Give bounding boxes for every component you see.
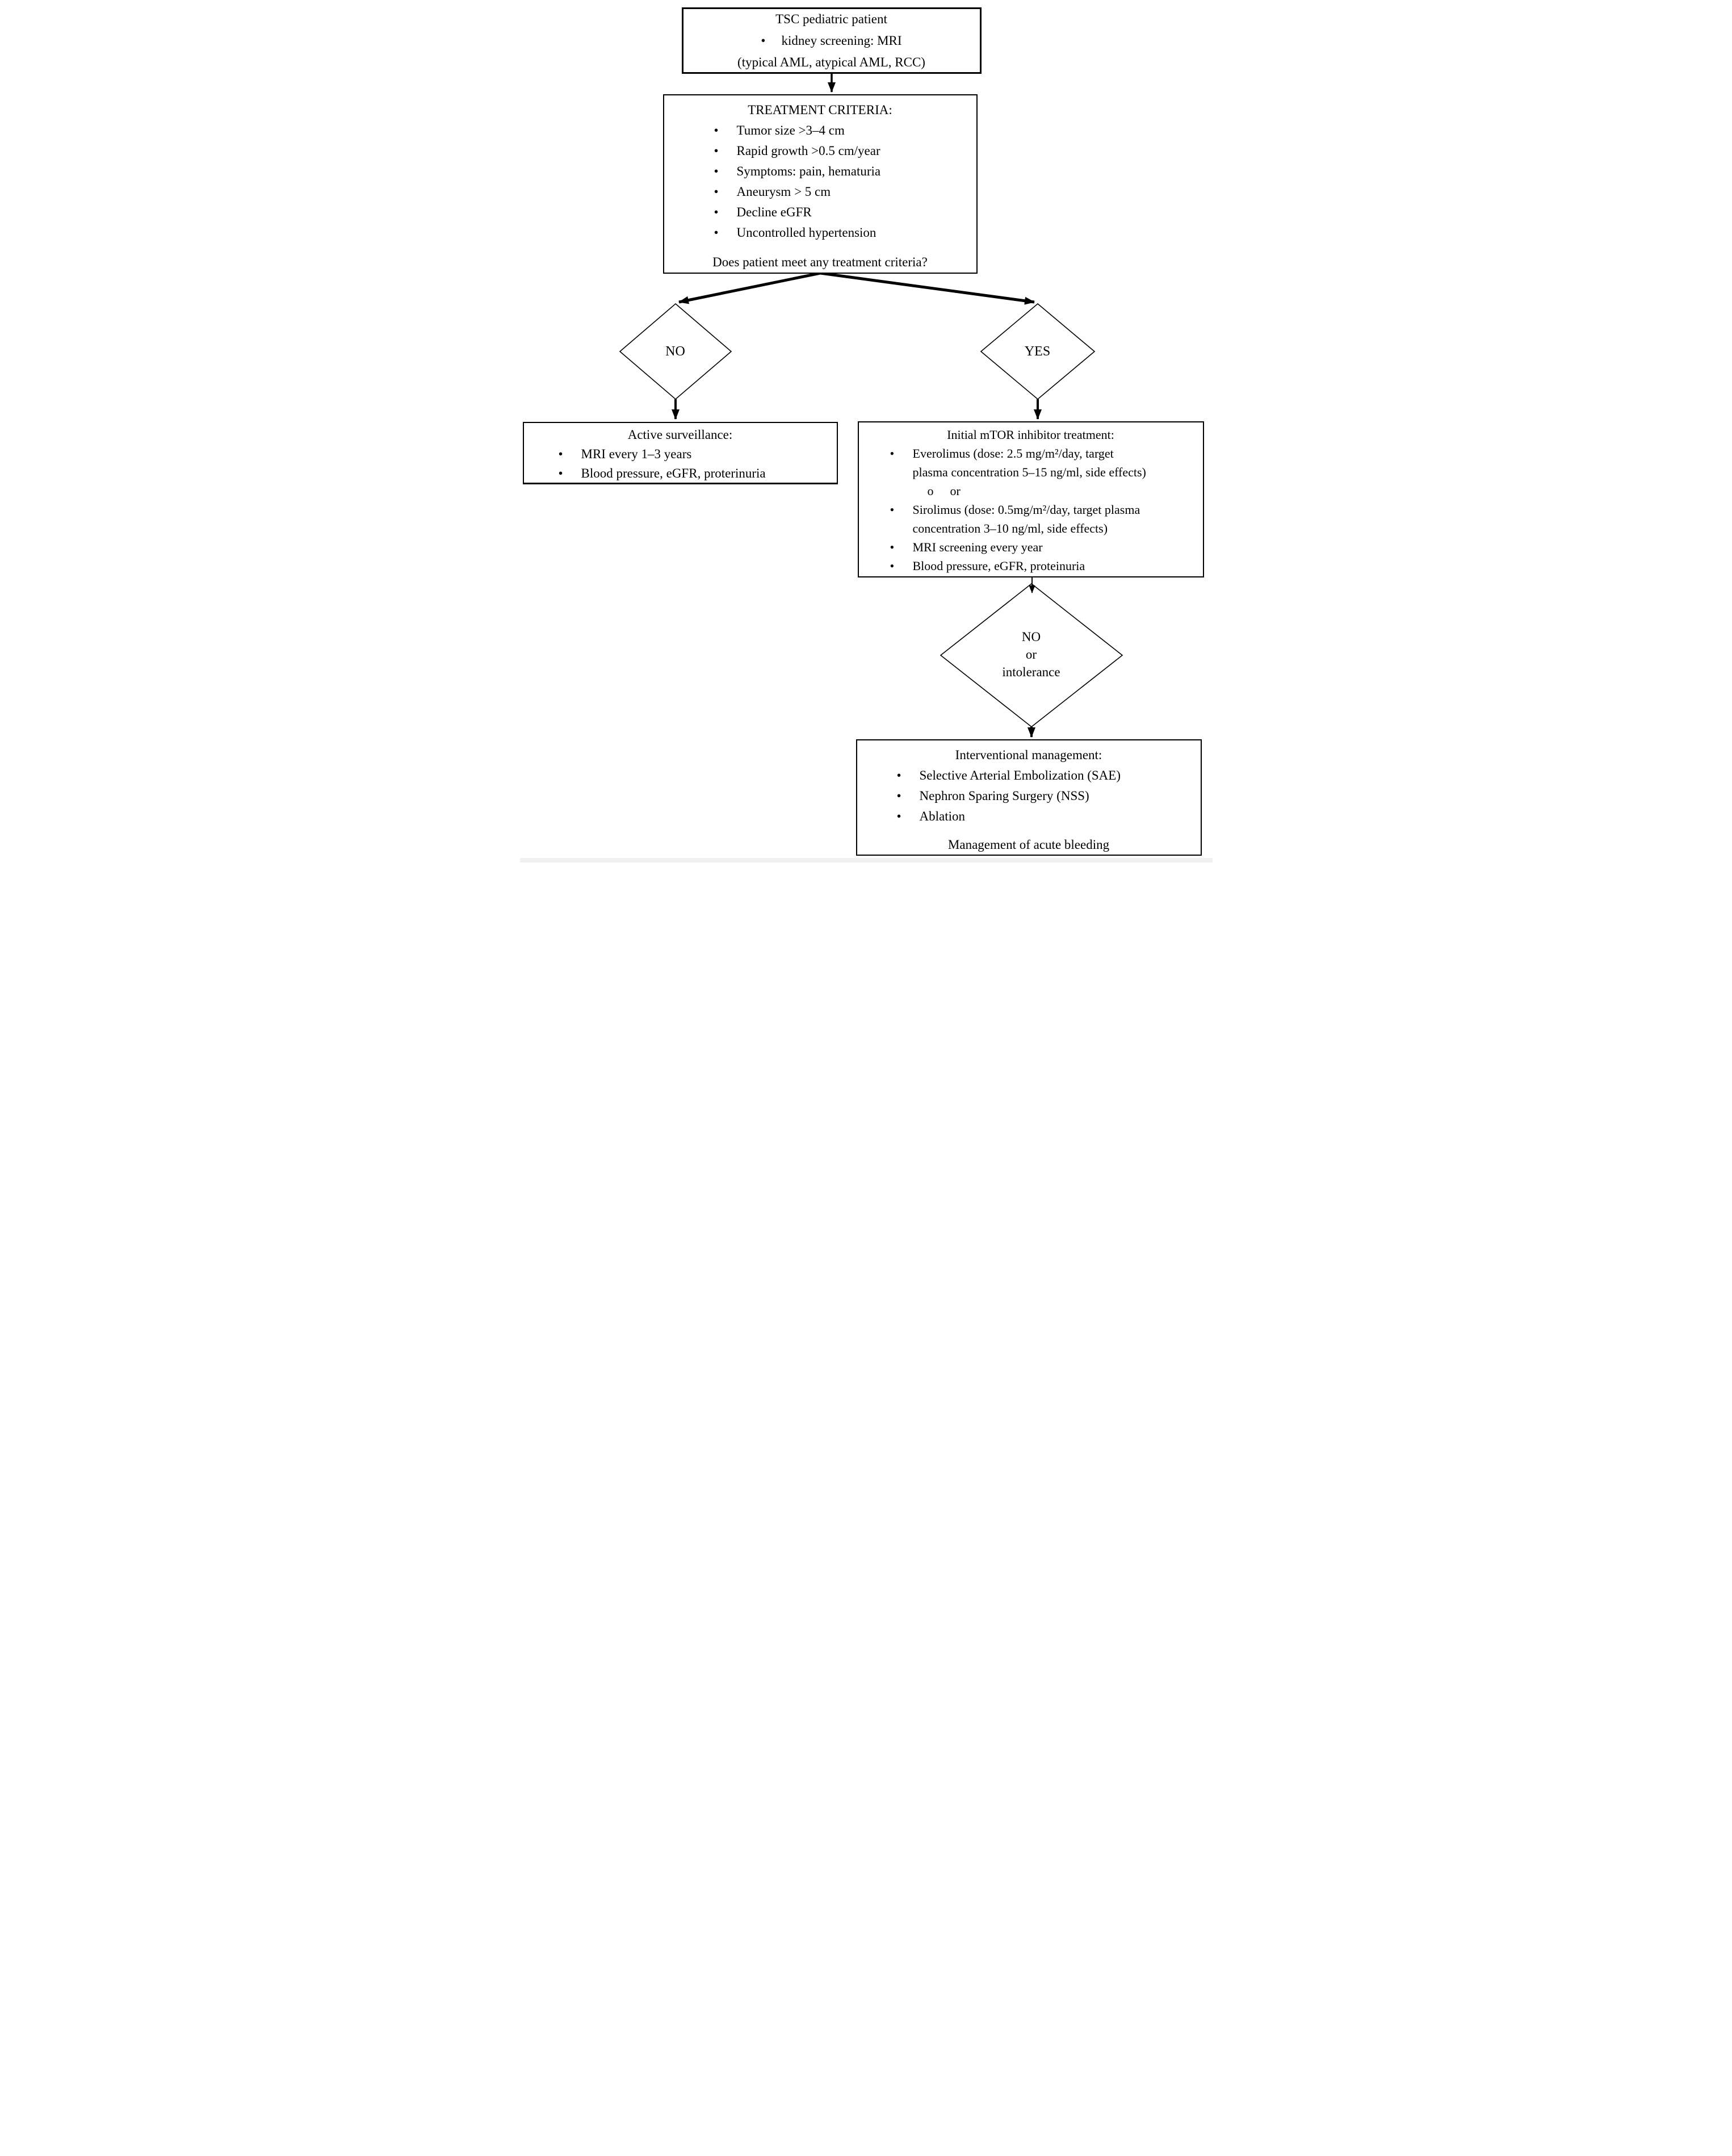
bullet-marker: • [896,789,901,803]
surveillance-title: Active surveillance: [627,428,733,442]
bullet-marker: • [558,466,563,480]
screening-bullet-text: kidney screening: MRI [781,33,902,48]
bullet-text: Blood pressure, eGFR, proteinuria [912,559,1085,573]
intervention-footer: Management of acute bleeding [947,838,1110,852]
bullet-marker: • [890,540,895,554]
bullet-text: Rapid growth >0.5 cm/year [736,144,880,158]
arrow-criteria-to-yes [820,271,1035,305]
bullet-text: Sirolimus (dose: 0.5mg/m²/day, target pl… [912,503,1140,535]
bullet-item: • MRI screening every year [859,538,1203,556]
bullet-marker: • [714,205,719,219]
bullet-item: • Tumor size >3–4 cm [664,120,976,141]
intolerance-line1: NO [1021,630,1041,644]
intolerance-diamond-label: NO or intolerance [975,628,1088,681]
intolerance-line2: or [1025,647,1037,662]
bullet-marker: • [890,446,895,460]
no-diamond-label: NO [665,344,685,359]
criteria-node: TREATMENT CRITERIA: • Tumor size >3–4 cm… [662,94,978,274]
bullet-marker: • [714,225,719,240]
mtor-node: Initial mTOR inhibitor treatment: • Ever… [857,421,1204,577]
bullet-item: • Symptoms: pain, hematuria [664,161,976,182]
bullet-text: MRI screening every year [912,540,1043,554]
screening-line3: (typical AML, atypical AML, RCC) [737,55,925,69]
bullet-item: • Rapid growth >0.5 cm/year [664,141,976,161]
bullet-item: • Uncontrolled hypertension [664,223,976,243]
bullet-text: Blood pressure, eGFR, proterinuria [581,466,766,480]
bullet-item: • Blood pressure, eGFR, proteinuria [859,556,1203,575]
bullet-text: Everolimus (dose: 2.5 mg/m²/day, target … [912,446,1146,479]
bullet-item: • Decline eGFR [664,202,976,223]
flowchart-canvas: TSC pediatric patient • kidney screening:… [519,0,1213,863]
bullet-marker: • [714,144,719,158]
bullet-text: Tumor size >3–4 cm [736,123,845,137]
bullet-text: Symptoms: pain, hematuria [736,164,881,178]
screening-line1: TSC pediatric patient [775,11,887,26]
bullet-marker: • [890,503,895,517]
intervention-node: Interventional management: • Selective A… [855,739,1202,856]
yes-diamond-label: YES [1024,344,1051,359]
bullet-marker: • [714,123,719,137]
bullet-marker: • [714,164,719,178]
bullet-marker: • [890,559,895,573]
bullet-text: Uncontrolled hypertension [736,225,877,240]
bullet-item: • Ablation [857,806,1201,827]
bullet-item: • Sirolimus (dose: 0.5mg/m²/day, target … [859,500,1203,538]
bullet-text: Decline eGFR [736,205,812,219]
bullet-item: • Blood pressure, eGFR, proterinuria [524,464,837,483]
surveillance-node: Active surveillance: • MRI every 1–3 yea… [522,422,838,484]
intervention-title: Interventional management: [955,748,1102,762]
bullet-item: • Everolimus (dose: 2.5 mg/m²/day, targe… [859,444,1203,482]
arrow-criteria-to-no [678,271,821,304]
page-bottom-strip [519,858,1213,863]
bullet-item: • Aneurysm > 5 cm [664,182,976,202]
bullet-text: Aneurysm > 5 cm [736,185,831,199]
screening-bullet-line: • kidney screening: MRI [683,30,980,52]
bullet-marker: • [558,447,563,461]
bullet-item: • Nephron Sparing Surgery (NSS) [857,786,1201,806]
flowchart-connectors [619,74,1123,738]
bullet-marker: • [714,185,719,199]
screening-node: TSC pediatric patient • kidney screening:… [681,7,982,74]
criteria-title: TREATMENT CRITERIA: [748,103,892,117]
circle-marker: o [927,484,934,498]
bullet-marker: • [896,768,901,782]
bullet-text: Nephron Sparing Surgery (NSS) [919,789,1089,803]
bullet-text: Selective Arterial Embolization (SAE) [919,768,1121,782]
bullet-text: or [950,484,961,498]
bullet-item: • MRI every 1–3 years [524,445,837,464]
criteria-question: Does patient meet any treatment criteria… [712,255,928,269]
bullet-item-sub: o or [859,482,1203,500]
bullet-text: Ablation [919,809,966,823]
mtor-title: Initial mTOR inhibitor treatment: [947,428,1114,442]
bullet-marker: • [896,809,901,823]
bullet-marker: • [761,33,766,48]
intolerance-line3: intolerance [1002,665,1060,679]
bullet-text: MRI every 1–3 years [581,447,692,461]
bullet-item: • Selective Arterial Embolization (SAE) [857,765,1201,786]
